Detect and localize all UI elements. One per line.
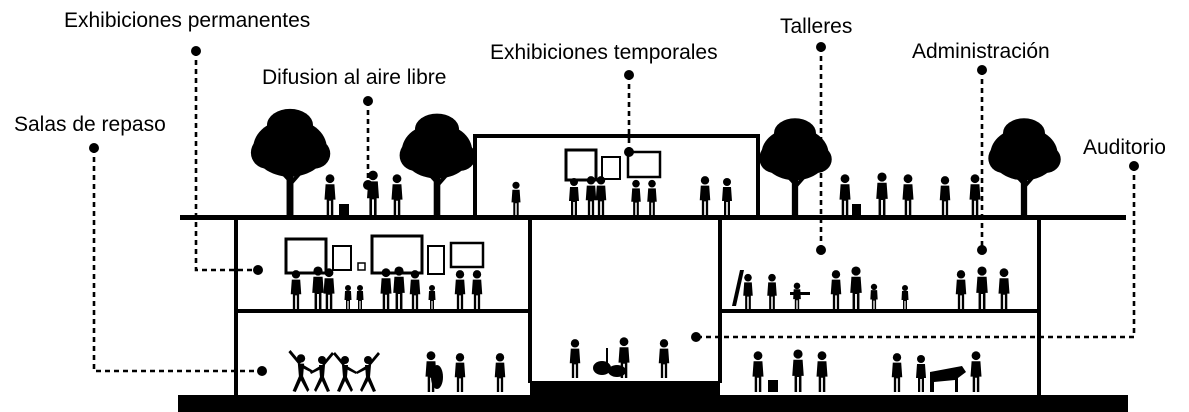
label-auditorio: Auditorio [1083, 136, 1166, 159]
label-difusion-aire-libre: Difusion al aire libre [262, 66, 447, 89]
label-administracion: Administración [912, 40, 1050, 63]
leader-lines [92, 47, 1136, 373]
label-exhibiciones-temporales: Exhibiciones temporales [490, 41, 718, 64]
artwork-frames-temporal [564, 148, 662, 182]
structure [178, 134, 1128, 412]
people-silhouettes [288, 170, 1010, 392]
label-salas-de-repaso: Salas de repaso [14, 113, 166, 136]
marker-dots [89, 42, 1139, 376]
label-exhibiciones-permanentes: Exhibiciones permanentes [64, 9, 311, 32]
label-talleres: Talleres [780, 15, 853, 38]
